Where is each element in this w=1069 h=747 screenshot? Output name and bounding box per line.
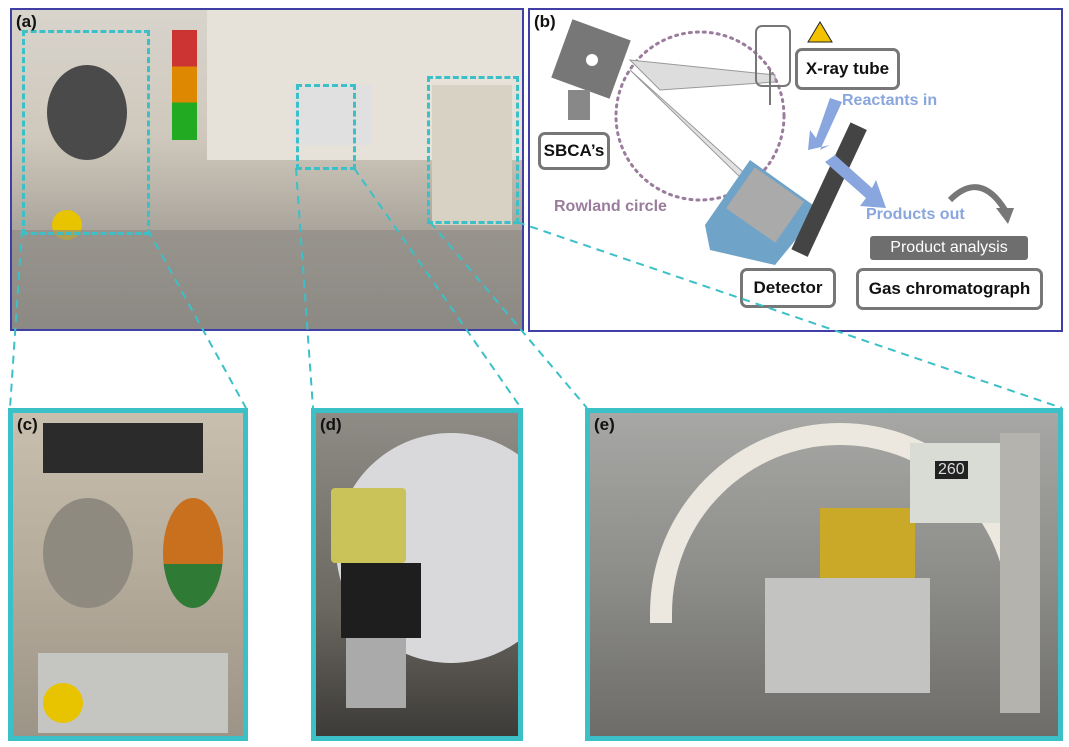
panel-d-photo: (d) xyxy=(311,408,523,741)
inset-c-marker xyxy=(22,30,150,235)
panel-c-photo: (c) xyxy=(8,408,248,741)
reactants-arrow xyxy=(808,98,842,150)
rowland-circle xyxy=(614,30,786,202)
gas-chromatograph-label: Gas chromatograph xyxy=(856,268,1043,310)
reactants-in-label: Reactants in xyxy=(842,92,938,109)
motor-bracket xyxy=(341,563,421,638)
reactor-window xyxy=(820,508,915,583)
panel-label: (d) xyxy=(320,415,342,434)
panel-a-photo: (a) xyxy=(10,8,524,331)
analyzer-crystal-right xyxy=(163,498,223,608)
signal-tower xyxy=(172,30,197,140)
panel-b-schematic: X-ray tube SBCA’s Reactants in Rowland c… xyxy=(528,8,1063,332)
analyzer-crystal-left xyxy=(43,498,133,608)
incident-beam xyxy=(628,59,776,91)
inset-e-marker xyxy=(427,76,519,224)
panel-label: (c) xyxy=(17,415,38,434)
optical-table xyxy=(12,230,522,329)
products-out-label: Products out xyxy=(866,206,965,223)
detector-cell xyxy=(705,122,867,265)
sample-wheel xyxy=(292,85,372,145)
detector-label: Detector xyxy=(740,268,836,308)
product-analysis-label: Product analysis xyxy=(870,236,1028,260)
panel-label: (b) xyxy=(534,12,556,31)
sbcas-label: SBCA’s xyxy=(538,132,610,170)
temperature-display: 260 xyxy=(935,461,968,479)
rowland-circle-label: Rowland circle xyxy=(554,198,667,215)
xray-tube-label: X-ray tube xyxy=(795,48,900,90)
schematic-drawing xyxy=(551,19,1014,265)
stepper-motor xyxy=(331,488,406,563)
xray-tube-icon xyxy=(755,25,791,105)
panel-e-photo: 260 (e) xyxy=(585,408,1063,741)
temperature-controller: 260 xyxy=(910,443,1000,523)
db-connector xyxy=(346,638,406,708)
radiation-warning-icon xyxy=(807,21,833,43)
reactor-body xyxy=(765,578,930,693)
products-arrow xyxy=(825,155,886,208)
inset-d-marker xyxy=(296,84,356,170)
crystal-analyzer xyxy=(47,65,127,160)
mount-clamps xyxy=(43,423,203,473)
side-plate xyxy=(1000,433,1040,713)
yellow-motor xyxy=(43,683,83,723)
panel-label: (a) xyxy=(16,12,37,31)
sbca-assembly xyxy=(551,19,631,120)
curved-arrow-icon xyxy=(947,184,1008,212)
panel-label: (e) xyxy=(594,415,615,434)
